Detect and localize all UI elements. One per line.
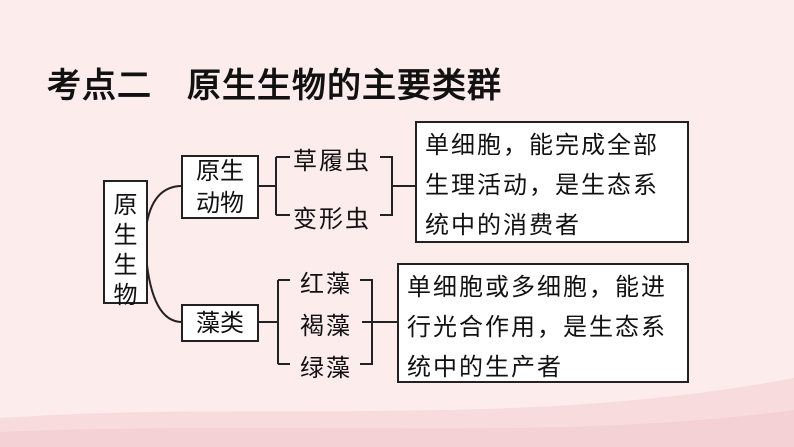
- member-green-algae: 绿藻: [300, 354, 352, 382]
- root-label-char: 原: [113, 191, 138, 219]
- page-title: 考点二 原生生物的主要类群: [47, 66, 502, 106]
- algae-description: 单细胞或多细胞，能进行光合作用，是生态系统中的生产者: [397, 263, 689, 383]
- member-paramecium: 草履虫: [293, 147, 371, 175]
- protozoa-group-node: 原生 动物: [181, 155, 259, 219]
- root-label-char: 生: [113, 251, 138, 279]
- root-label: 原生生物: [105, 190, 146, 310]
- member-amoeba: 变形虫: [293, 205, 371, 233]
- algae-group-node: 藻类: [181, 304, 259, 342]
- protozoa-description: 单细胞，能完成全部生理活动，是生态系统中的消费者: [415, 121, 689, 243]
- member-red-algae: 红藻: [300, 270, 352, 298]
- root-node: 原生生物: [103, 180, 148, 309]
- root-label-char: 物: [113, 281, 138, 309]
- member-brown-algae: 褐藻: [300, 312, 352, 340]
- root-label-char: 生: [113, 221, 138, 249]
